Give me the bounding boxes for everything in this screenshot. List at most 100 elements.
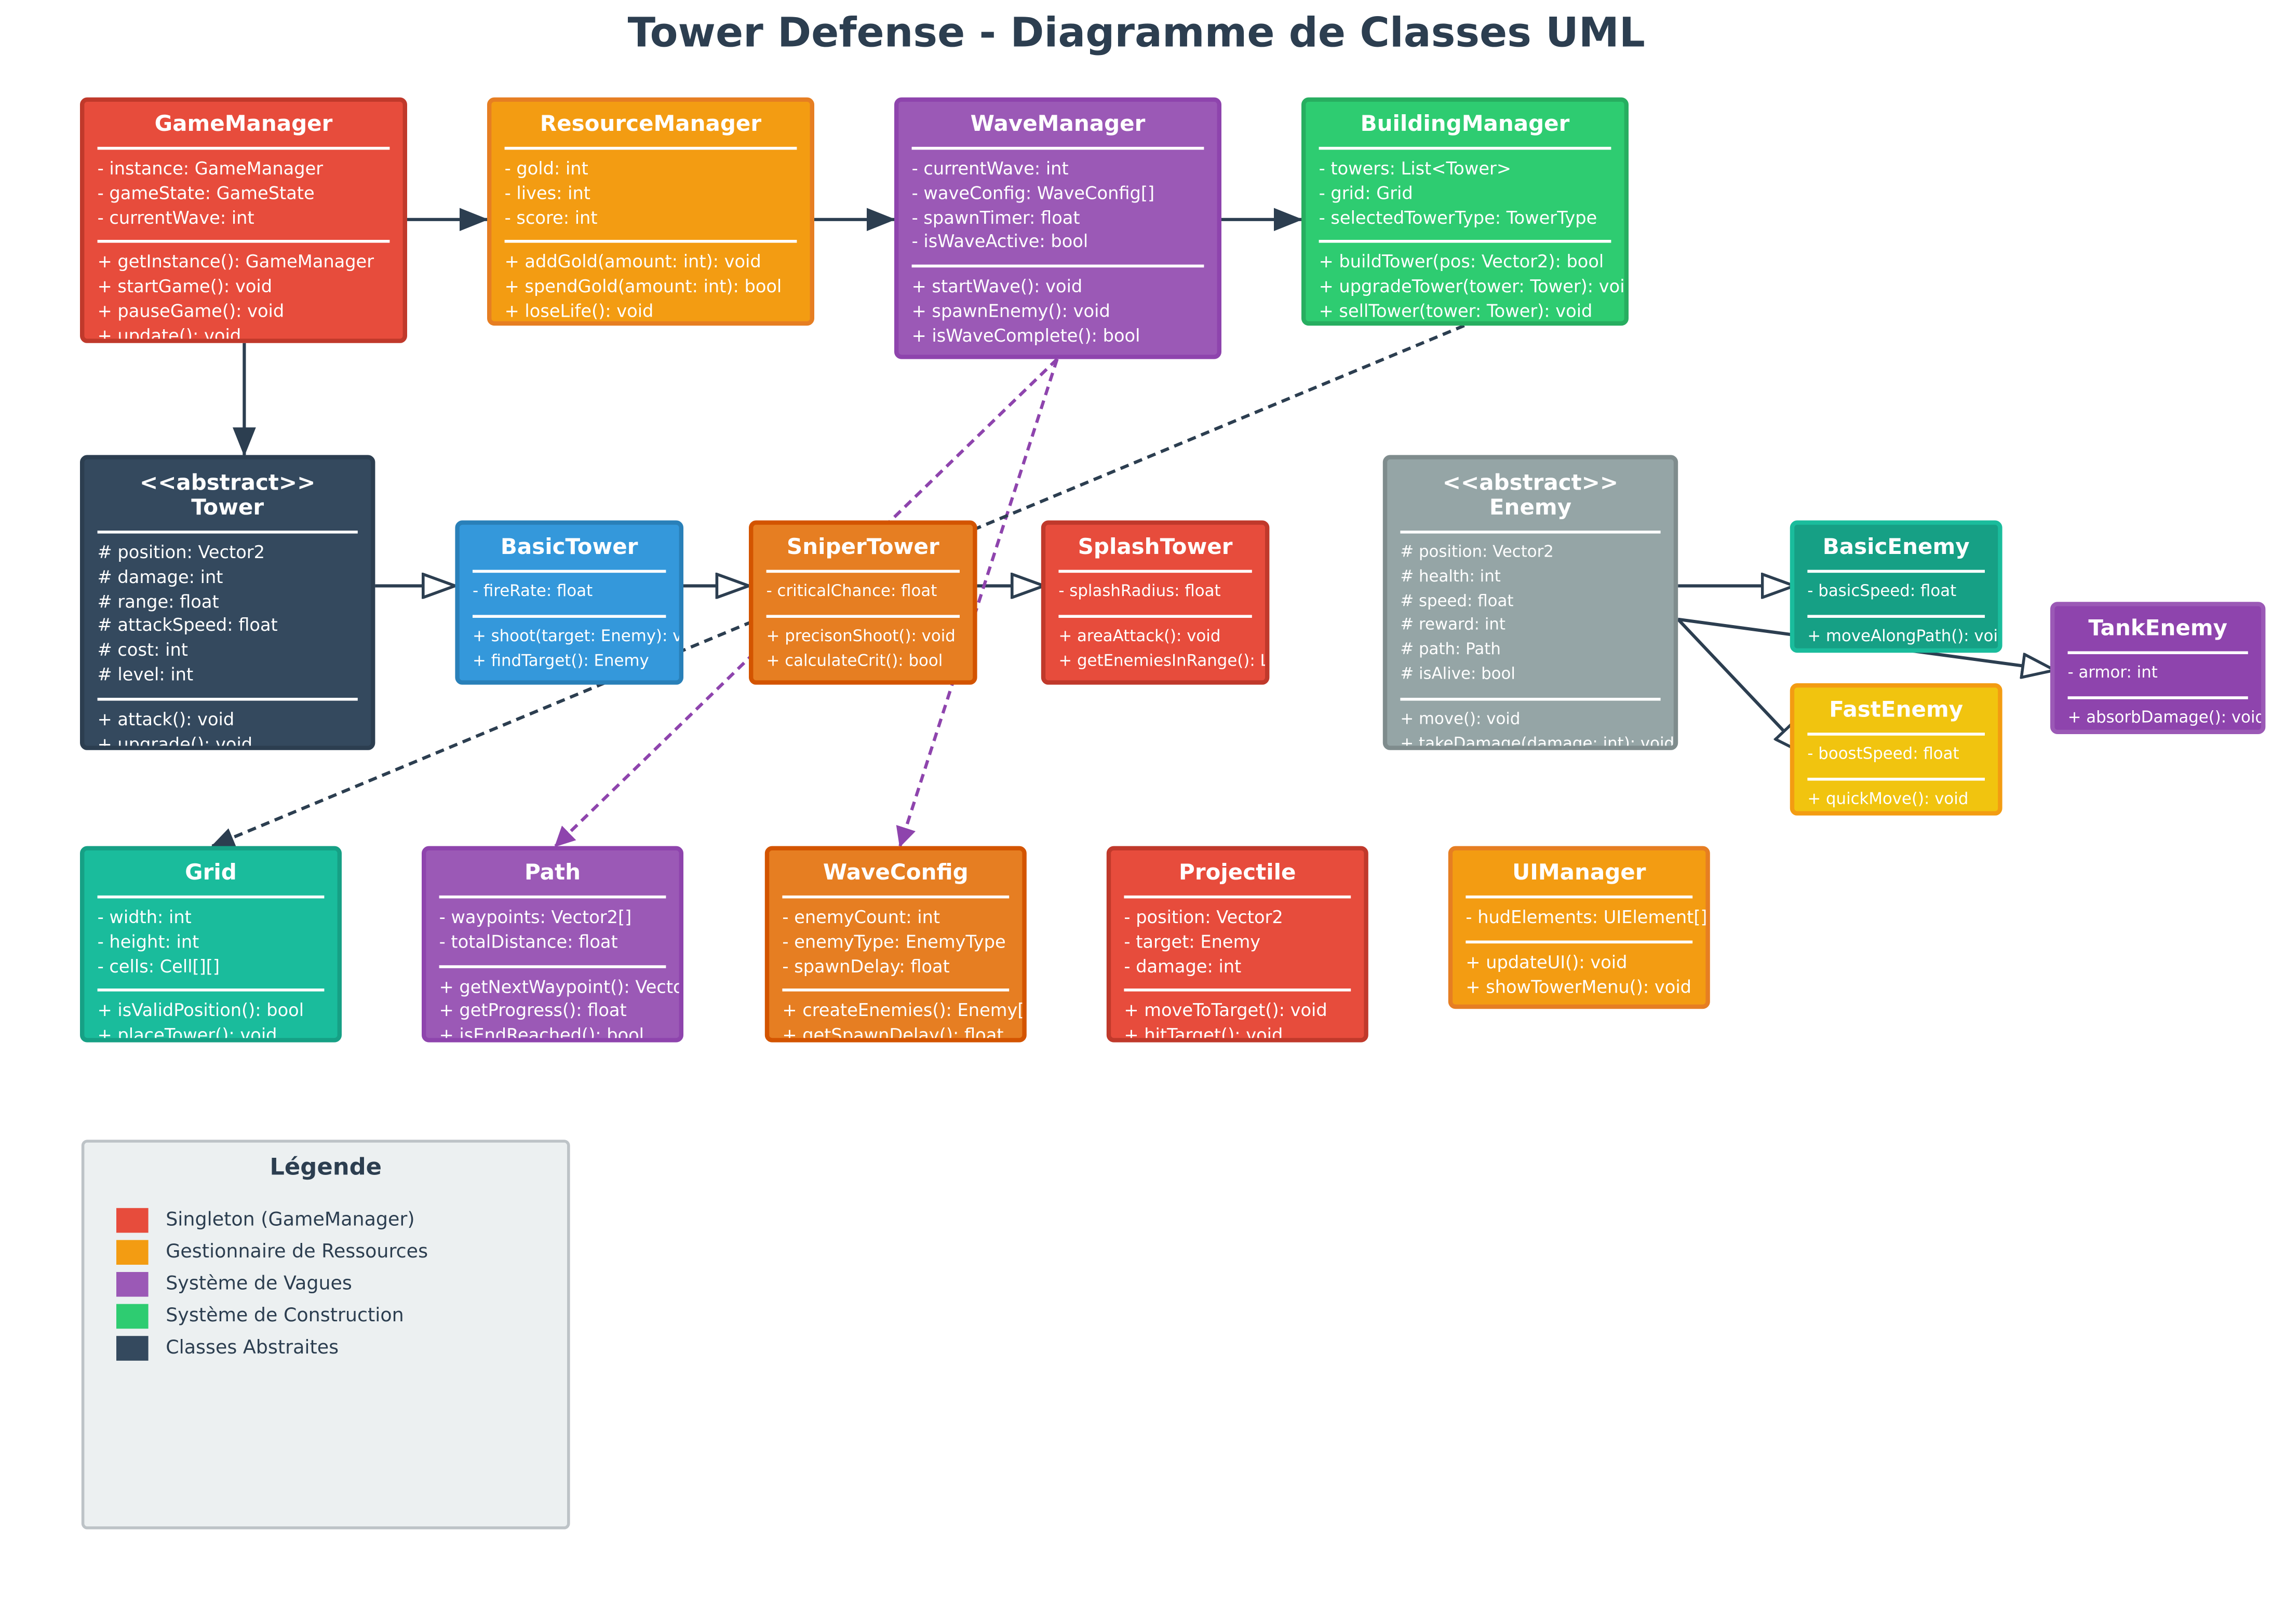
class-stereotype: <<abstract>> [1442,469,1619,496]
method: + attack(): void [97,709,235,729]
inherit-fastenemy [1676,618,1806,754]
method: + spendGold(amount: int): bool [504,276,782,297]
attribute: # damage: int [97,566,223,587]
divider [766,614,960,618]
attribute: - height: int [97,931,199,952]
attribute: - target: Enemy [1124,931,1261,952]
attribute-list: - splashRadius: float [1045,580,1265,604]
method: + placeTower(): void [97,1025,277,1043]
divider [1319,240,1611,243]
attribute: - armor: int [2067,662,2158,682]
legend-label: Système de Vagues [166,1273,352,1295]
class-name: SniperTower [786,533,939,560]
legend-item: Classes Abstraites [116,1334,339,1360]
class-tower: <<abstract>> Tower # position: Vector2 #… [80,455,375,750]
divider [97,697,358,700]
class-waveconfig: WaveConfig - enemyCount: int - enemyType… [764,846,1027,1043]
attribute: - selectedTowerType: TowerType [1319,207,1597,228]
class-snipertower: SniperTower - criticalChance: float + pr… [749,520,977,685]
attribute: # reward: int [1400,615,1506,634]
class-name: Projectile [1179,859,1296,886]
attribute: - score: int [504,207,598,228]
divider [782,895,1010,899]
method: + update(): void [97,325,241,343]
class-buildingmanager: BuildingManager - towers: List<Tower> - … [1301,97,1629,326]
class-tankenemy: TankEnemy - armor: int + absorbDamage():… [2050,602,2266,734]
attribute-list: - armor: int [2054,661,2261,686]
dep-building-grid [211,324,1465,848]
class-basictower: BasicTower - fireRate: float + shoot(tar… [455,520,683,685]
class-name: TankEnemy [2088,615,2228,641]
attribute: - basicSpeed: float [1807,581,1957,601]
method: + getProgress(): float [439,1000,627,1021]
divider [97,989,325,992]
method: + spawnEnemy(): void [911,301,1110,321]
attribute-list: - criticalChance: float [753,580,973,604]
attribute: - waveConfig: WaveConfig[] [911,183,1155,204]
attribute: - grid: Grid [1319,183,1413,204]
class-name: Tower [191,494,264,521]
attribute: - currentWave: int [97,207,254,228]
method-list: + startWave(): void + spawnEnemy(): void… [898,275,1217,348]
divider [97,240,390,243]
divider [782,989,1010,992]
legend-title: Légende [270,1153,382,1181]
divider [97,531,358,534]
method: + createEnemies(): Enemy[] [782,1000,1027,1021]
method: + precisonShoot(): void [766,626,956,645]
divider [439,895,666,899]
attribute: - lives: int [504,183,590,204]
method: + calculateCrit(): bool [766,651,943,670]
attribute: # path: Path [1400,640,1501,659]
attribute: - enemyType: EnemyType [782,931,1006,952]
divider [1400,531,1661,534]
divider [504,146,797,150]
legend-item: Singleton (GameManager) [116,1207,415,1233]
method: + loseLife(): void [504,301,654,321]
class-grid: Grid - width: int - height: int - cells:… [80,846,342,1043]
attribute: - enemyCount: int [782,907,940,928]
divider [2067,651,2248,654]
method-list: + buildTower(pos: Vector2): bool + upgra… [1306,251,1624,321]
divider [97,146,390,150]
class-gamemanager: GameManager - instance: GameManager - ga… [80,97,407,343]
attribute: - spawnDelay: float [782,956,950,977]
divider [439,965,666,968]
divider [766,570,960,573]
dep-wave-waveconfig [896,358,1059,848]
divider [1807,733,1985,736]
divider [911,146,1204,150]
method-list: + attack(): void + upgrade(): void [84,708,371,746]
divider [473,614,666,618]
method: + isEndReached(): bool [439,1025,644,1043]
divider [1319,146,1611,150]
attribute-list: - gold: int - lives: int - score: int [491,157,810,230]
method-list: + quickMove(): void [1794,788,1998,811]
attribute: - cells: Cell[][] [97,956,220,977]
diagram-title: Tower Defense - Diagramme de Classes UML [627,8,1645,57]
class-resourcemanager: ResourceManager - gold: int - lives: int… [487,97,814,326]
method: + getSpawnDelay(): float [782,1025,1004,1043]
class-name: BuildingManager [1360,110,1570,137]
legend-swatch [116,1239,149,1264]
attribute: - width: int [97,907,192,928]
method-list: + getInstance(): GameManager + startGame… [84,251,402,343]
divider [504,240,797,243]
divider [1466,895,1693,899]
legend-item: Gestionnaire de Ressources [116,1239,428,1265]
attribute-list: # position: Vector2 # health: int # spee… [1387,541,1674,687]
method-list: + getNextWaypoint(): Vector2 + getProgre… [426,975,679,1043]
attribute-list: - position: Vector2 - target: Enemy - da… [1111,905,1364,979]
divider [1807,570,1985,573]
divider [1058,570,1252,573]
method: + pauseGame(): void [97,301,285,321]
class-name: UIManager [1512,859,1646,886]
legend-item: Système de Construction [116,1303,404,1329]
class-uimanager: UIManager - hudElements: UIElement[] + u… [1448,846,1710,1009]
class-name: BasicEnemy [1822,533,1970,560]
class-projectile: Projectile - position: Vector2 - target:… [1106,846,1368,1043]
attribute-list: - fireRate: float [460,580,679,604]
attribute: # range: float [97,591,219,612]
method: + isValidPosition(): bool [97,1000,304,1021]
